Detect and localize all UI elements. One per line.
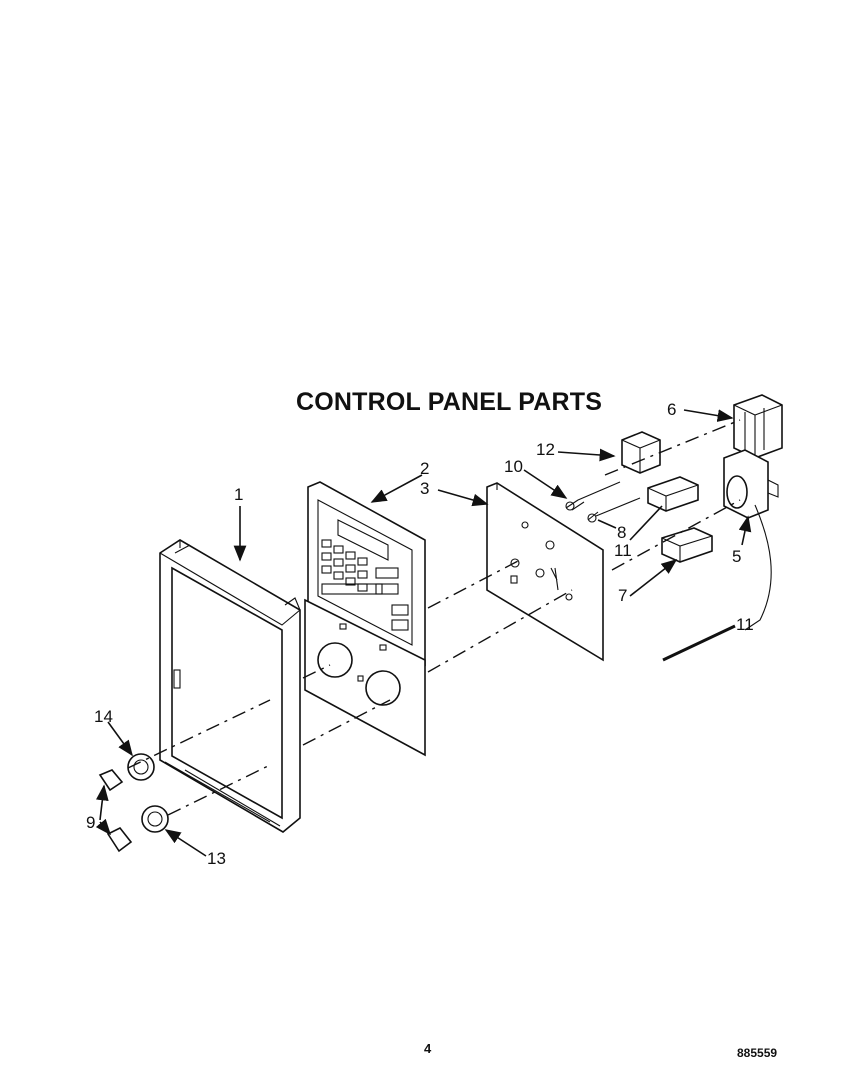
- leader-lines: [95, 409, 752, 857]
- callout-9: 9: [86, 813, 95, 832]
- part-connector-10: [565, 481, 621, 511]
- callout-1: 1: [234, 485, 243, 504]
- document-number: 885559: [737, 1046, 778, 1060]
- callout-labels: 1 2 3 5 6 7 8 9 10 11 11 12 13 14: [86, 400, 754, 868]
- part-timer-5: [723, 449, 779, 631]
- part-frame: [159, 539, 301, 833]
- part-switch-11: [647, 476, 699, 512]
- part-connector-8: [587, 497, 641, 523]
- callout-5: 5: [732, 547, 741, 566]
- part-control-plate: [304, 598, 426, 757]
- part-mounting-plate: [486, 482, 604, 662]
- assembly-lines: [127, 419, 741, 816]
- callout-14: 14: [94, 707, 113, 726]
- callout-3: 3: [420, 479, 429, 498]
- callout-12: 12: [536, 440, 555, 459]
- diagram-title: CONTROL PANEL PARTS: [296, 388, 603, 416]
- part-transformer-6: [733, 394, 783, 459]
- part-knob-9b: [106, 826, 133, 853]
- callout-2: 2: [420, 459, 429, 478]
- part-ring-13: [141, 805, 169, 833]
- callout-10: 10: [504, 457, 523, 476]
- callout-13: 13: [207, 849, 226, 868]
- callout-11-switch: 11: [614, 541, 632, 560]
- callout-7: 7: [618, 586, 627, 605]
- callout-6: 6: [667, 400, 676, 419]
- part-wire-harness-11: [662, 624, 736, 662]
- callout-11-wire: 11: [736, 615, 754, 634]
- callout-8: 8: [617, 523, 626, 542]
- part-relay-12: [621, 431, 661, 474]
- part-switch-7: [661, 527, 713, 563]
- page-number: 4: [424, 1041, 432, 1056]
- part-ring-14: [127, 753, 155, 781]
